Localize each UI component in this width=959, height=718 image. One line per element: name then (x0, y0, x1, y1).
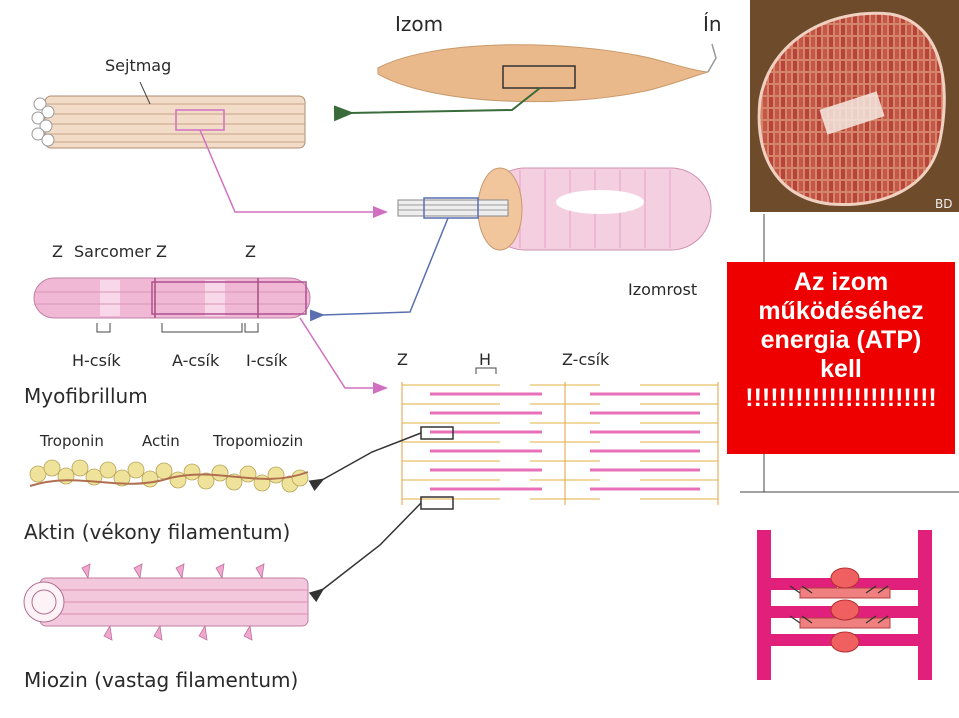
arrow-to-myosin (308, 502, 422, 603)
sarcomere-schematic (757, 530, 932, 680)
callout-line-4: kell (820, 355, 862, 383)
label-myofibrillum: Myofibrillum (24, 384, 148, 408)
callout-line-5: !!!!!!!!!!!!!!!!!!!!!!! (745, 384, 937, 412)
whole-muscle (377, 43, 717, 103)
muscle-cross-section-photo: BD (750, 0, 959, 212)
label-z-right: Z (397, 350, 408, 369)
label-sejtmag: Sejtmag (105, 56, 171, 75)
muscle-bundle (31, 81, 306, 149)
label-in: Ín (703, 12, 722, 36)
arrow-muscle-to-bundle (333, 87, 541, 122)
muscle-fiber (397, 167, 712, 251)
arrow-bundle-to-fiber (199, 129, 388, 218)
actin-filament (29, 459, 309, 493)
label-troponin: Troponin (39, 432, 104, 450)
callout-line-1: Az izom (793, 268, 889, 296)
callout-line-3: energia (ATP) (760, 326, 922, 354)
label-h-right: H (479, 350, 491, 369)
arrow-fiber-to-myofibril (309, 217, 449, 322)
label-tropomiozin: Tropomiozin (212, 432, 303, 450)
label-miozin-title: Miozin (vastag filamentum) (24, 668, 298, 692)
label-aktin-title: Aktin (vékony filamentum) (24, 520, 290, 544)
label-z3: Z (245, 242, 256, 261)
label-izom: Izom (395, 12, 443, 36)
atp-callout-box: Az izom működéséhez energia (ATP) kell !… (727, 262, 955, 454)
photo-mark: BD (935, 197, 952, 211)
arrow-to-actin (308, 432, 422, 492)
sarcomere-detail (401, 367, 719, 510)
label-sarcomer: Sarcomer (74, 242, 151, 261)
label-a-csik: A-csík (172, 351, 220, 370)
label-i-csik: I-csík (246, 351, 288, 370)
arrow-myofibril-to-sarcomere (299, 317, 388, 394)
callout-line-2: működéséhez (758, 297, 924, 325)
myosin-filament (23, 563, 309, 641)
myofibril (33, 277, 311, 333)
label-z1: Z (52, 242, 63, 261)
label-z2: Z (156, 242, 167, 261)
label-izomrost: Izomrost (628, 280, 697, 299)
label-z-csik: Z-csík (562, 350, 610, 369)
label-h-csik: H-csík (72, 351, 121, 370)
label-actin: Actin (142, 432, 180, 450)
